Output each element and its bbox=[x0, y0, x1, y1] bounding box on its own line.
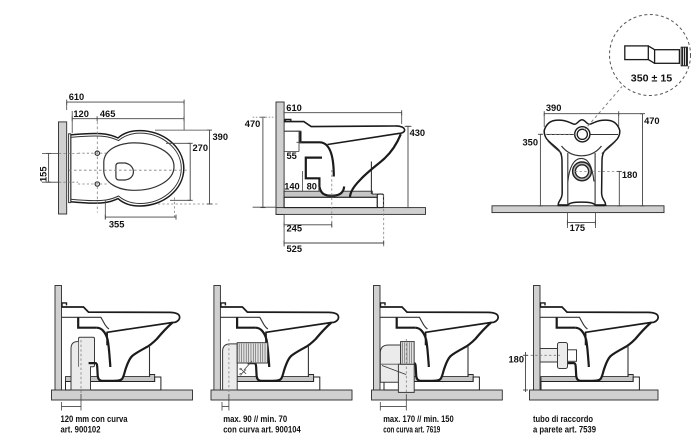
svg-text:470: 470 bbox=[644, 116, 660, 126]
svg-text:350: 350 bbox=[522, 137, 538, 147]
svg-text:610: 610 bbox=[286, 103, 302, 113]
svg-text:tubo di raccordo: tubo di raccordo bbox=[533, 414, 593, 424]
svg-text:355: 355 bbox=[109, 220, 125, 230]
svg-text:270: 270 bbox=[193, 143, 209, 153]
svg-text:465: 465 bbox=[100, 109, 116, 119]
svg-text:390: 390 bbox=[213, 132, 229, 142]
svg-text:525: 525 bbox=[287, 244, 303, 254]
svg-text:max. 90 // min. 70: max. 90 // min. 70 bbox=[223, 414, 287, 424]
svg-text:140: 140 bbox=[284, 181, 300, 191]
svg-text:430: 430 bbox=[410, 128, 426, 138]
svg-text:175: 175 bbox=[570, 223, 586, 233]
svg-text:390: 390 bbox=[546, 103, 562, 113]
svg-text:610: 610 bbox=[69, 92, 85, 102]
svg-text:con curva art. 7619: con curva art. 7619 bbox=[383, 424, 440, 434]
svg-text:155: 155 bbox=[38, 166, 48, 182]
svg-text:a parete art. 7539: a parete art. 7539 bbox=[533, 424, 596, 434]
svg-text:120 mm con curva: 120 mm con curva bbox=[61, 414, 129, 424]
svg-text:art. 900102: art. 900102 bbox=[61, 424, 101, 434]
svg-text:470: 470 bbox=[245, 119, 261, 129]
svg-text:245: 245 bbox=[287, 224, 303, 234]
svg-text:80: 80 bbox=[307, 181, 317, 191]
svg-text:350 ± 15: 350 ± 15 bbox=[631, 72, 673, 84]
svg-text:180: 180 bbox=[508, 355, 524, 365]
svg-text:55: 55 bbox=[287, 151, 297, 161]
svg-text:180: 180 bbox=[622, 170, 638, 180]
svg-text:max. 170 // min. 150: max. 170 // min. 150 bbox=[383, 414, 454, 424]
svg-text:con curva art. 900104: con curva art. 900104 bbox=[223, 424, 301, 434]
svg-text:120: 120 bbox=[73, 109, 89, 119]
